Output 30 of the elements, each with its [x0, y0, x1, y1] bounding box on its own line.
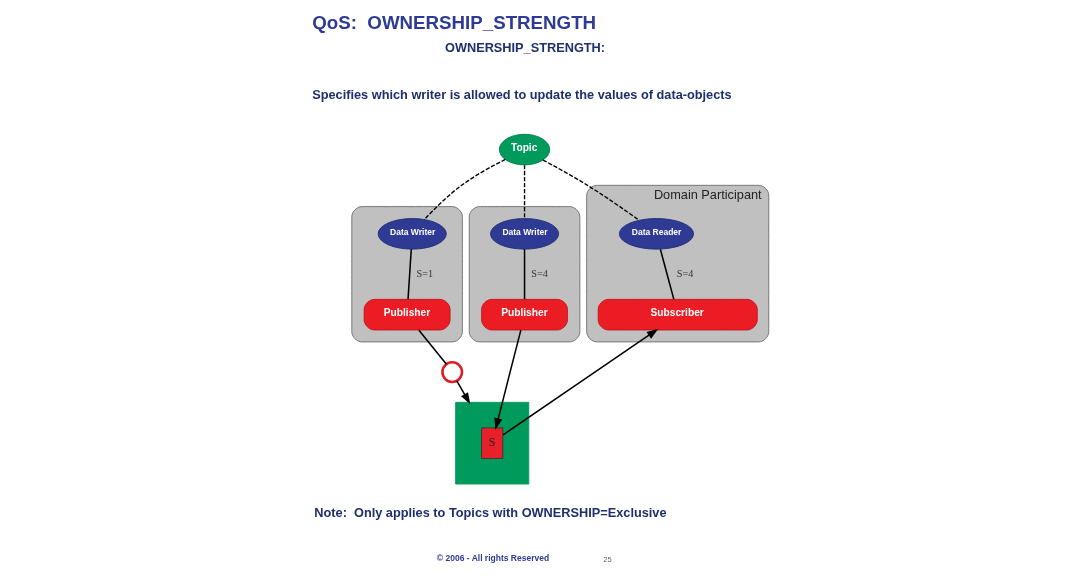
node-box: Publisher: [363, 298, 450, 331]
node-box: Subscriber: [597, 298, 758, 331]
arrow: [501, 328, 658, 436]
connector: [523, 248, 525, 300]
label: OWNERSHIP_STRENGTH:: [444, 39, 605, 55]
label: Specifies which writer is allowed to update the values of data-objects: [311, 87, 732, 103]
arrow: [455, 380, 470, 405]
arrow: [493, 329, 522, 430]
connector: [523, 164, 525, 220]
node-ellipse: Data Writer: [489, 218, 559, 250]
node-box: S: [480, 427, 503, 459]
diagram-title: QoS: OWNERSHIP_STRENGTH: [311, 12, 596, 34]
connector: [406, 248, 412, 300]
label: © 2006 - All rights Reserved: [436, 553, 549, 564]
cluster: [468, 206, 580, 343]
edge-label: S=1: [415, 268, 433, 280]
connector: [659, 248, 675, 300]
label: Note: Only applies to Topics with OWNERSHIP=Exclusive: [313, 505, 667, 521]
label: 25: [602, 555, 612, 565]
node-circle: [440, 361, 463, 384]
cluster: [350, 206, 463, 343]
cluster: [454, 401, 529, 485]
node-box: Publisher: [480, 298, 568, 331]
node-ellipse: Data Reader: [618, 218, 694, 250]
edge-label: S=4: [530, 268, 548, 280]
node-ellipse: Topic: [498, 133, 550, 166]
connector: [541, 159, 640, 221]
connector: [423, 158, 506, 221]
node-ellipse: Data Writer: [377, 218, 447, 250]
edge-label: S=4: [676, 268, 693, 280]
